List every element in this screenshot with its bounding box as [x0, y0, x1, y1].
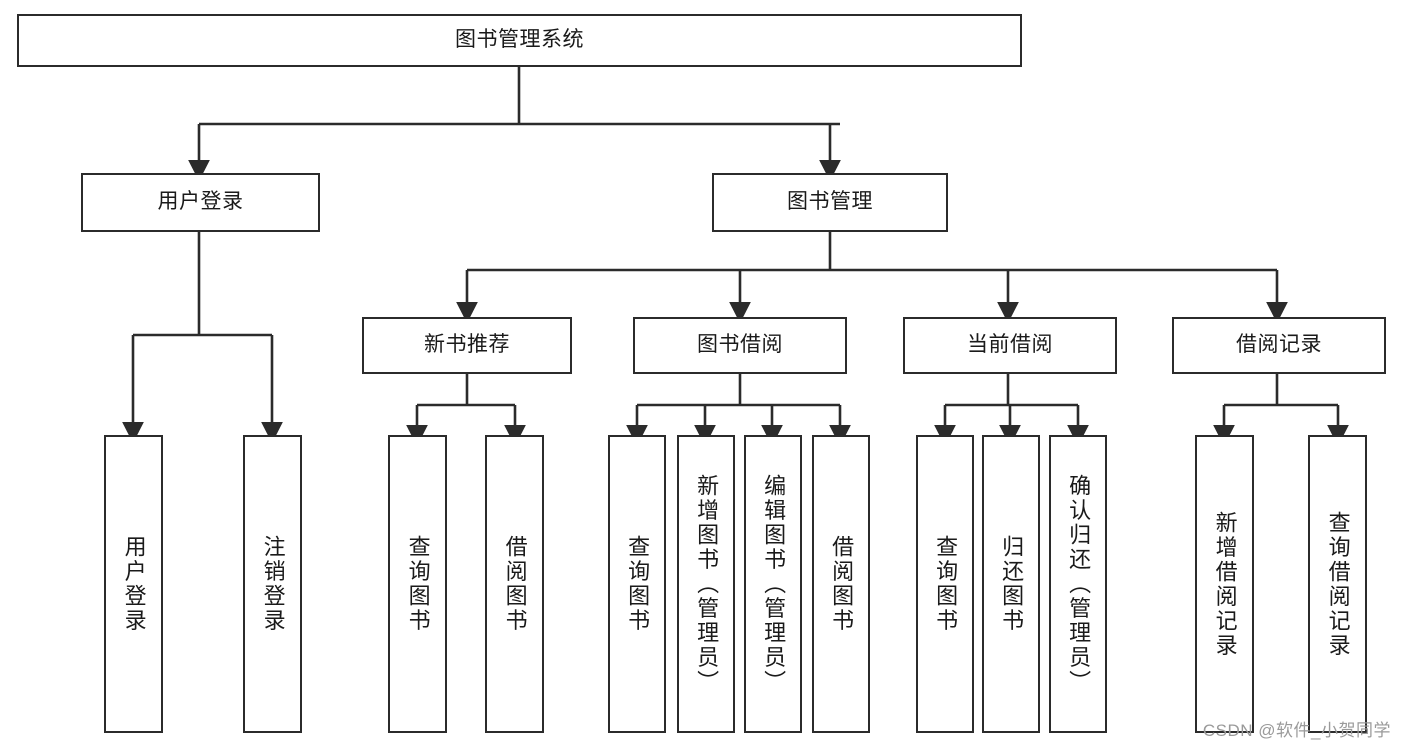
node-leaf-borrow-book-2[interactable]: 借阅图书 — [812, 435, 870, 733]
node-leaf-borrow-book-1[interactable]: 借阅图书 — [485, 435, 544, 733]
node-book-manage[interactable]: 图书管理 — [712, 173, 948, 232]
node-leaf-query-book-3[interactable]: 查询图书 — [916, 435, 974, 733]
node-current-borrow[interactable]: 当前借阅 — [903, 317, 1117, 374]
node-leaf-query-book-2-label: 查询图书 — [625, 535, 651, 633]
node-leaf-confirm-return[interactable]: 确认归还（管理员） — [1049, 435, 1107, 733]
node-leaf-add-record[interactable]: 新增借阅记录 — [1195, 435, 1254, 733]
node-book-manage-label: 图书管理 — [787, 190, 873, 214]
node-book-borrow[interactable]: 图书借阅 — [633, 317, 847, 374]
node-leaf-confirm-return-label: 确认归还（管理员） — [1066, 473, 1092, 695]
node-leaf-user-login-label: 用户登录 — [121, 535, 147, 633]
node-leaf-edit-book[interactable]: 编辑图书（管理员） — [744, 435, 802, 733]
node-leaf-user-logout[interactable]: 注销登录 — [243, 435, 302, 733]
node-leaf-edit-book-label: 编辑图书（管理员） — [761, 473, 787, 695]
node-user-login-label: 用户登录 — [157, 190, 244, 214]
node-leaf-add-record-label: 新增借阅记录 — [1212, 510, 1238, 658]
node-new-book-rec[interactable]: 新书推荐 — [362, 317, 572, 374]
node-borrow-record[interactable]: 借阅记录 — [1172, 317, 1386, 374]
node-leaf-query-book-1-label: 查询图书 — [405, 535, 431, 633]
node-root[interactable]: 图书管理系统 — [17, 14, 1022, 67]
node-leaf-add-book[interactable]: 新增图书（管理员） — [677, 435, 735, 733]
watermark: CSDN @软件_小贺同学 — [1202, 721, 1391, 740]
node-borrow-record-label: 借阅记录 — [1236, 333, 1322, 357]
node-leaf-borrow-book-2-label: 借阅图书 — [829, 535, 855, 633]
node-leaf-user-login[interactable]: 用户登录 — [104, 435, 163, 733]
node-leaf-add-book-label: 新增图书（管理员） — [694, 473, 720, 695]
node-leaf-return-book-label: 归还图书 — [999, 535, 1025, 633]
node-root-label: 图书管理系统 — [455, 28, 584, 52]
node-book-borrow-label: 图书借阅 — [697, 333, 783, 357]
node-leaf-query-record-label: 查询借阅记录 — [1325, 510, 1351, 658]
node-new-book-rec-label: 新书推荐 — [424, 333, 510, 357]
node-leaf-query-book-1[interactable]: 查询图书 — [388, 435, 447, 733]
node-user-login[interactable]: 用户登录 — [81, 173, 320, 232]
node-leaf-user-logout-label: 注销登录 — [260, 535, 286, 633]
node-leaf-return-book[interactable]: 归还图书 — [982, 435, 1040, 733]
node-current-borrow-label: 当前借阅 — [967, 333, 1053, 357]
node-leaf-query-record[interactable]: 查询借阅记录 — [1308, 435, 1367, 733]
node-leaf-query-book-3-label: 查询图书 — [933, 535, 959, 633]
node-leaf-query-book-2[interactable]: 查询图书 — [608, 435, 666, 733]
node-leaf-borrow-book-1-label: 借阅图书 — [502, 535, 528, 633]
